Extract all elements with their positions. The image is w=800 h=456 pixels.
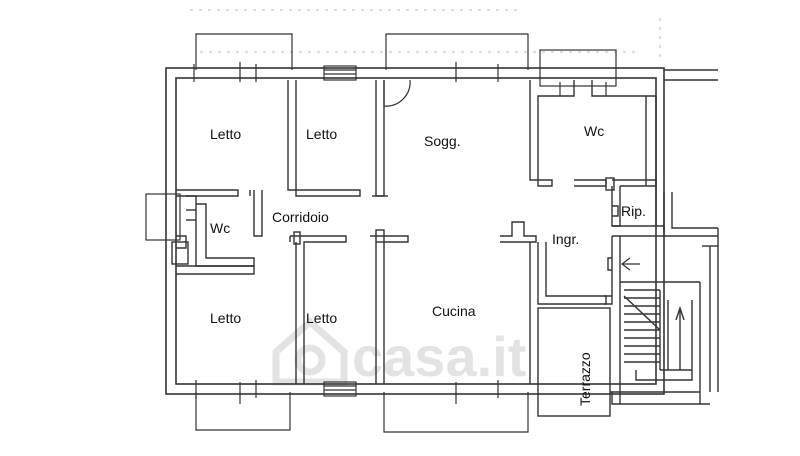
window-marks (193, 62, 607, 404)
door-swing (383, 79, 411, 107)
room-label-wc-left: Wc (210, 220, 230, 236)
entrance-arrow-icon (621, 257, 640, 271)
room-label-letto-bottom-left: Letto (210, 310, 241, 326)
room-label-wc-top-right: Wc (584, 123, 604, 139)
room-label-ripostiglio: Rip. (621, 203, 646, 219)
room-label-letto-top-left: Letto (210, 126, 241, 142)
room-labels: Letto Letto Sogg. Wc Wc Corridoio Rip. I… (210, 123, 646, 406)
room-label-soggiorno: Sogg. (424, 133, 461, 149)
room-label-terrazzo: Terrazzo (577, 352, 593, 406)
watermark: casa.it (272, 317, 526, 388)
balconies (145, 33, 617, 433)
house-logo-icon (272, 317, 348, 386)
interior-walls (171, 80, 657, 417)
room-label-letto-top-middle: Letto (306, 126, 337, 142)
stairwell-walls (610, 69, 719, 405)
room-label-cucina: Cucina (432, 303, 476, 319)
room-label-ingresso: Ingr. (552, 231, 579, 247)
watermark-text: casa.it (352, 325, 526, 388)
top-guides (190, 9, 661, 60)
room-label-corridoio: Corridoio (272, 209, 329, 225)
room-label-letto-bottom-middle: Letto (306, 310, 337, 326)
